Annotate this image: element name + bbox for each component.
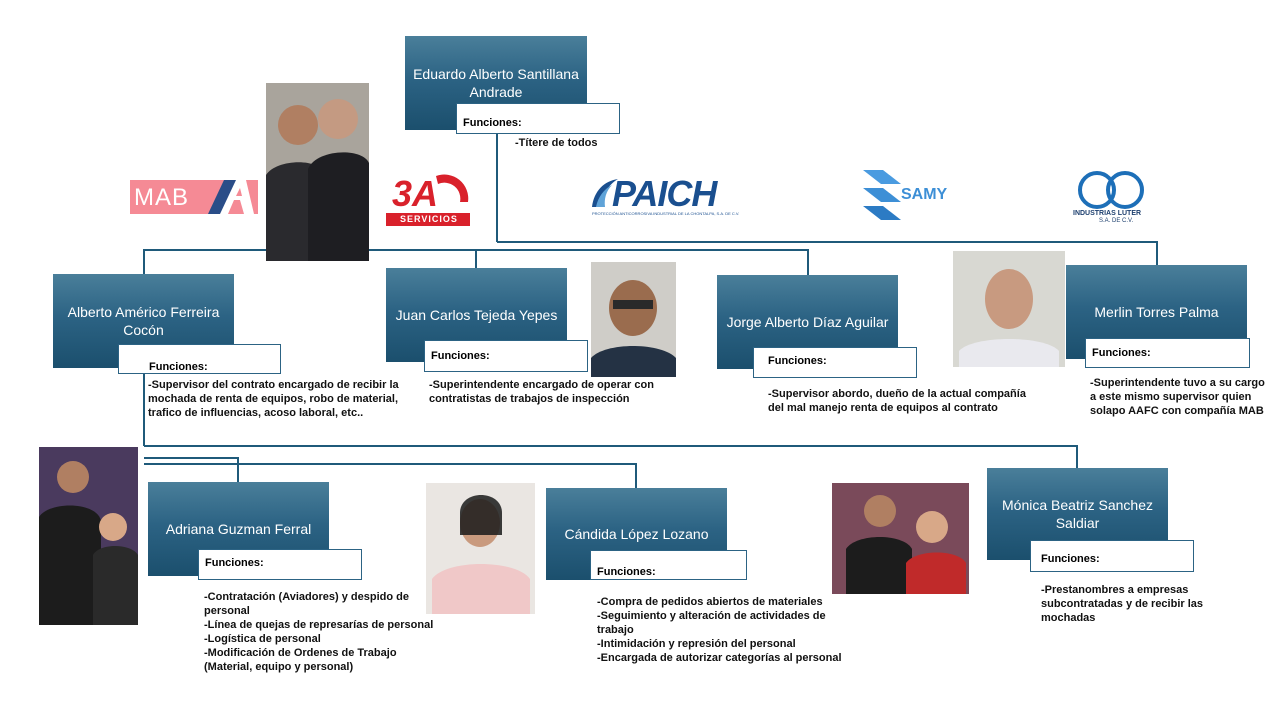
samy-text: SAMY bbox=[901, 186, 948, 203]
duty-line: personal bbox=[204, 605, 250, 617]
duty-line: contratistas de trabajos de inspección bbox=[429, 393, 630, 405]
people-silhouette-icon bbox=[832, 483, 969, 594]
duties-adriana: -Contratación (Aviadores) y despido de p… bbox=[204, 590, 433, 674]
luter-main-text: INDUSTRIAS LUTER bbox=[1073, 210, 1142, 217]
duty-line: -Compra de pedidos abiertos de materiale… bbox=[597, 596, 823, 608]
person-name: Mónica Beatriz Sanchez Saldiar bbox=[1002, 497, 1153, 531]
photo-monica-group bbox=[832, 483, 969, 594]
duty-line: -Superintendente encargado de operar con bbox=[429, 379, 654, 391]
mab-chevron-icon bbox=[208, 180, 254, 214]
photo-candida bbox=[426, 483, 535, 614]
duty-line: del mal manejo renta de equipos al contr… bbox=[768, 402, 998, 414]
duty-line: -Contratación (Aviadores) y despido de bbox=[204, 591, 409, 603]
duty-line: solapo AAFC con compañía MAB bbox=[1090, 405, 1264, 417]
samy-logo: SAMY bbox=[863, 170, 955, 222]
duty-line: -Intimidación y represión del personal bbox=[597, 638, 796, 650]
funciones-label: Funciones: bbox=[753, 347, 917, 378]
duty-line: subcontratadas y de recibir las bbox=[1041, 598, 1204, 610]
funciones-label: Funciones: bbox=[118, 344, 281, 374]
duties-juan-carlos: -Superintendente encargado de operar con… bbox=[429, 378, 654, 406]
duty-line: -Línea de quejas de represarías de perso… bbox=[204, 619, 434, 631]
photo-two-men bbox=[266, 83, 369, 261]
duties-jorge: -Supervisor abordo, dueño de la actual c… bbox=[768, 387, 1026, 415]
tres-a-sub-text: SERVICIOS bbox=[400, 214, 458, 224]
tres-a-main-text: 3A bbox=[392, 173, 439, 214]
duty-line: -Logística de personal bbox=[204, 633, 321, 645]
person-name: Jorge Alberto Díaz Aguilar bbox=[726, 314, 889, 330]
duty-line: -Modificación de Ordenes de Trabajo bbox=[204, 647, 397, 659]
root-funciones-label: Funciones: bbox=[456, 103, 620, 134]
duty-line: -Títere de todos bbox=[515, 137, 598, 149]
funciones-label: Funciones: bbox=[424, 340, 588, 372]
duty-line: (Material, equipo y personal) bbox=[204, 661, 354, 673]
people-silhouette-icon bbox=[266, 83, 369, 261]
duty-line: a este mismo supervisor quien bbox=[1090, 391, 1252, 403]
root-name: Eduardo Alberto Santillana Andrade bbox=[413, 66, 579, 100]
luter-sub-text: S.A. DE C.V. bbox=[1099, 218, 1134, 224]
person-name: Cándida López Lozano bbox=[564, 526, 709, 542]
paich-swoosh-icon bbox=[592, 179, 618, 207]
funciones-label: Funciones: bbox=[1030, 540, 1194, 572]
person-silhouette-icon bbox=[426, 483, 535, 614]
mab-logo-text: MAB bbox=[134, 184, 190, 211]
root-duties: -Títere de todos bbox=[515, 136, 598, 150]
duties-candida: -Compra de pedidos abiertos de materiale… bbox=[597, 595, 842, 665]
paich-subtext: PROTECCIÓN ANTICORROSIVA INDUSTRIAL DE L… bbox=[592, 211, 740, 216]
person-name: Adriana Guzman Ferral bbox=[165, 521, 312, 537]
paich-logo: PAICH PROTECCIÓN ANTICORROSIVA INDUSTRIA… bbox=[590, 175, 748, 221]
duty-line: -Seguimiento y alteración de actividades… bbox=[597, 610, 826, 622]
person-name: Juan Carlos Tejeda Yepes bbox=[395, 307, 558, 323]
photo-merlin bbox=[953, 251, 1065, 367]
duties-alberto: -Supervisor del contrato encargado de re… bbox=[148, 378, 399, 420]
person-name: Alberto Américo Ferreira Cocón bbox=[67, 304, 220, 338]
person-silhouette-icon bbox=[953, 251, 1065, 367]
duty-line: -Superintendente tuvo a su cargo bbox=[1090, 377, 1265, 389]
funciones-label: Funciones: bbox=[1085, 338, 1250, 368]
duty-line: -Encargada de autorizar categorías al pe… bbox=[597, 652, 842, 664]
duty-line: -Supervisor del contrato encargado de re… bbox=[148, 379, 399, 391]
funciones-label: Funciones: bbox=[590, 550, 747, 580]
funciones-label: Funciones: bbox=[198, 549, 362, 580]
photo-juan-carlos bbox=[591, 262, 676, 377]
duty-line: -Prestanombres a empresas bbox=[1041, 584, 1189, 596]
duties-monica: -Prestanombres a empresas subcontratadas… bbox=[1041, 583, 1203, 625]
tres-a-servicios-logo: 3A SERVICIOS bbox=[386, 172, 470, 226]
duties-merlin: -Superintendente tuvo a su cargo a este … bbox=[1090, 376, 1265, 418]
people-silhouette-icon bbox=[39, 447, 138, 625]
samy-s-icon bbox=[863, 170, 901, 220]
person-name: Merlin Torres Palma bbox=[1094, 304, 1219, 320]
photo-adriana-group bbox=[39, 447, 138, 625]
mab-logo: MAB bbox=[130, 180, 258, 214]
luter-rings-icon bbox=[1078, 171, 1144, 209]
duty-line: -Supervisor abordo, dueño de la actual c… bbox=[768, 388, 1026, 400]
industrias-luter-logo: INDUSTRIAS LUTER S.A. DE C.V. bbox=[1065, 170, 1157, 226]
person-silhouette-icon bbox=[591, 262, 676, 377]
duty-line: mochadas bbox=[1041, 612, 1096, 624]
tres-a-gear-icon bbox=[386, 174, 470, 226]
duty-line: mochada de renta de equipos, robo de mat… bbox=[148, 393, 399, 405]
paich-text: PAICH bbox=[612, 173, 717, 214]
duty-line: trafico de influencias, acoso laboral, e… bbox=[148, 407, 364, 419]
duty-line: trabajo bbox=[597, 624, 634, 636]
